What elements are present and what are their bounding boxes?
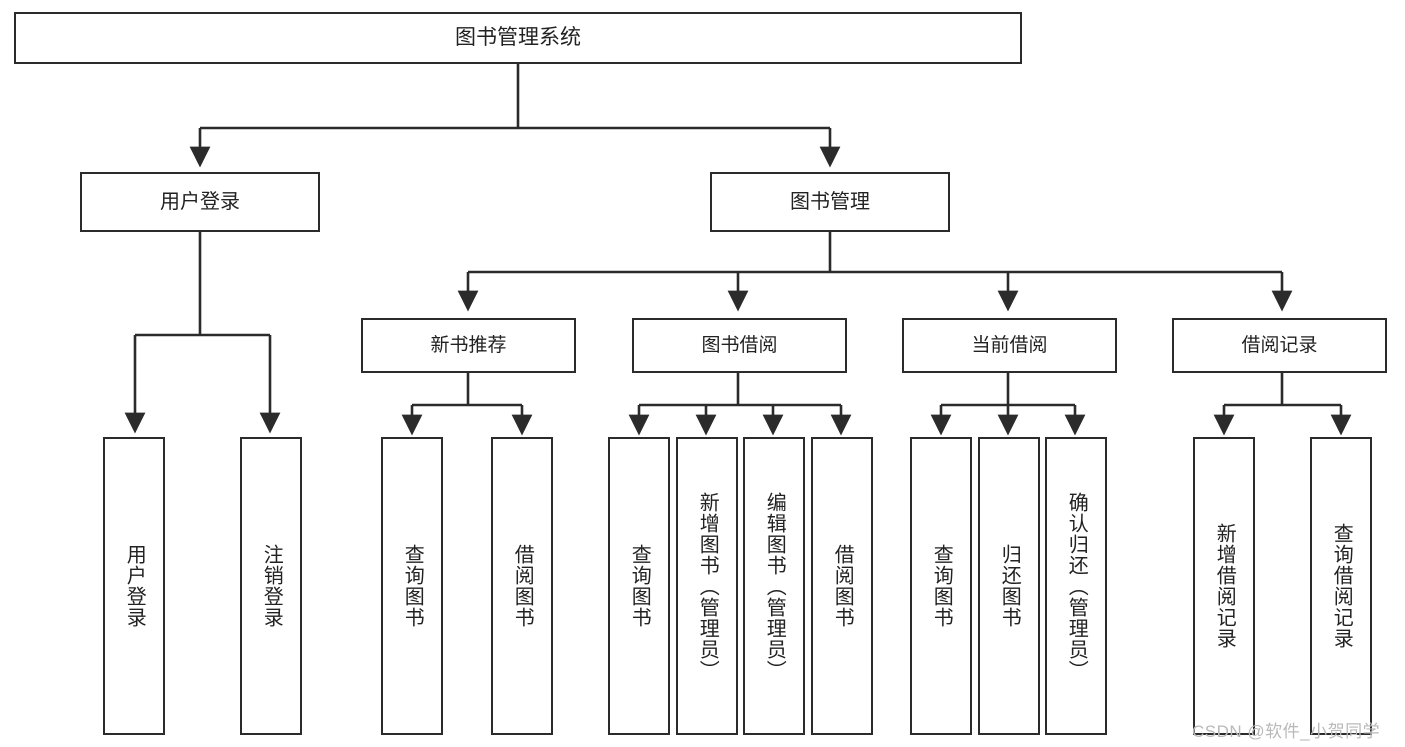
- leaf-query-borrow-record[interactable]: 查询借阅记录: [1310, 437, 1372, 735]
- leaf-borrow-book-borrow[interactable]: 借阅图书: [811, 437, 873, 735]
- node-label: 新增借阅记录: [1213, 523, 1236, 649]
- node-label: 当前借阅: [971, 334, 1048, 356]
- node-label: 查询图书: [930, 544, 953, 628]
- node-label: 注销登录: [260, 544, 283, 628]
- node-label: 用户登录: [160, 190, 240, 213]
- node-borrow-record[interactable]: 借阅记录: [1172, 318, 1387, 373]
- node-label: 查询图书: [628, 544, 651, 628]
- node-label: 查询图书: [401, 544, 424, 628]
- node-label: 新增图书（管理员）: [696, 491, 719, 681]
- node-label: 图书管理: [790, 190, 870, 213]
- node-label: 用户登录: [123, 544, 146, 628]
- leaf-logout-login[interactable]: 注销登录: [240, 437, 302, 735]
- node-label: 借阅记录: [1241, 334, 1318, 356]
- leaf-query-book-new[interactable]: 查询图书: [381, 437, 443, 735]
- node-book-borrow[interactable]: 图书借阅: [632, 318, 847, 373]
- leaf-query-book-borrow[interactable]: 查询图书: [608, 437, 670, 735]
- leaf-confirm-return-admin[interactable]: 确认归还（管理员）: [1045, 437, 1107, 735]
- node-new-book-recommend[interactable]: 新书推荐: [361, 318, 576, 373]
- node-label: 归还图书: [998, 544, 1021, 628]
- node-label: 借阅图书: [511, 544, 534, 628]
- node-label: 图书借阅: [701, 334, 778, 356]
- leaf-add-book-admin[interactable]: 新增图书（管理员）: [676, 437, 738, 735]
- node-label: 确认归还（管理员）: [1065, 491, 1088, 681]
- node-label: 借阅图书: [831, 544, 854, 628]
- node-label: 编辑图书（管理员）: [763, 491, 786, 681]
- node-root-book-management-system[interactable]: 图书管理系统: [14, 12, 1022, 64]
- node-user-login[interactable]: 用户登录: [80, 172, 320, 232]
- node-book-management[interactable]: 图书管理: [710, 172, 950, 232]
- node-label: 查询借阅记录: [1330, 523, 1353, 649]
- node-current-borrow[interactable]: 当前借阅: [902, 318, 1117, 373]
- leaf-borrow-book-new[interactable]: 借阅图书: [491, 437, 553, 735]
- leaf-query-book-current[interactable]: 查询图书: [910, 437, 972, 735]
- leaf-edit-book-admin[interactable]: 编辑图书（管理员）: [743, 437, 805, 735]
- leaf-add-borrow-record[interactable]: 新增借阅记录: [1193, 437, 1255, 735]
- watermark-text: CSDN @软件_小贺同学: [1192, 722, 1381, 741]
- node-label: 新书推荐: [430, 334, 507, 356]
- node-label: 图书管理系统: [455, 26, 581, 50]
- leaf-return-book[interactable]: 归还图书: [978, 437, 1040, 735]
- leaf-user-login[interactable]: 用户登录: [103, 437, 165, 735]
